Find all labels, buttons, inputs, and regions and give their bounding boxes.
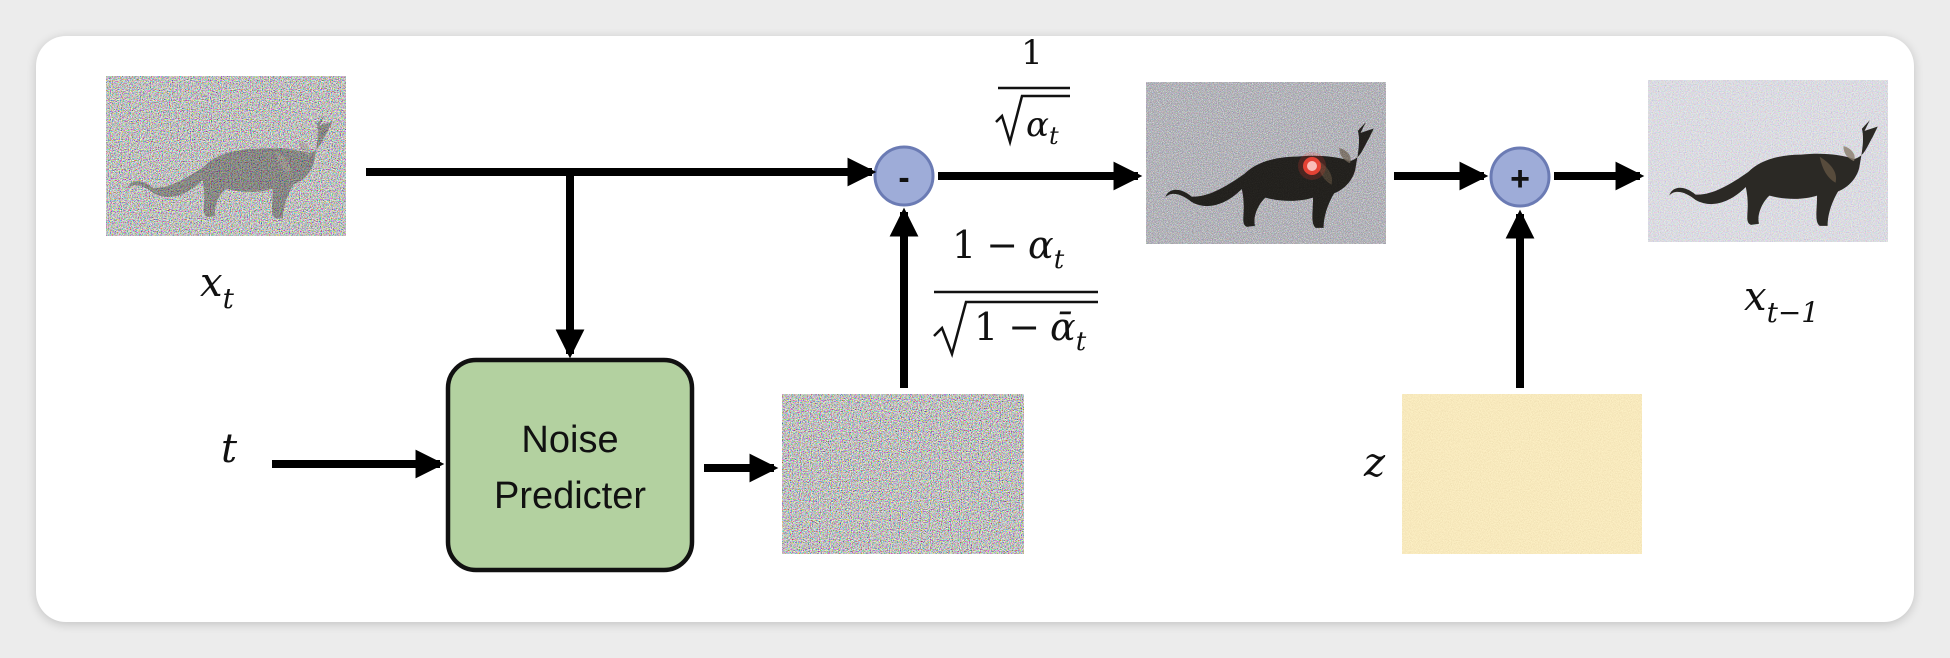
connectors xyxy=(272,157,1645,483)
plus-operator: + xyxy=(1489,146,1551,208)
noise-predicter-line2: Predicter xyxy=(494,475,646,517)
diffusion-denoising-diagram: xt t Noise Predicter - 1 αt 1−αt 1−ᾱt xyxy=(106,36,1888,573)
gaussian-noise-z xyxy=(1402,394,1642,554)
label-x-t-minus-1: xt−1 xyxy=(1744,274,1819,329)
svg-text:+: + xyxy=(1510,160,1530,198)
label-x-t: xt xyxy=(200,260,235,315)
intermediate-image xyxy=(1146,82,1386,244)
noise-predicter-box: Noise Predicter xyxy=(445,357,695,573)
label-z: z xyxy=(1363,440,1386,486)
label-t: t xyxy=(221,426,238,472)
svg-text:αt: αt xyxy=(1026,105,1059,150)
svg-text:1: 1 xyxy=(1021,36,1043,73)
output-image-x-t-minus-1 xyxy=(1648,80,1888,242)
svg-text:-: - xyxy=(898,159,909,197)
noise-predicter-line1: Noise xyxy=(521,419,618,461)
diagram-card: xt t Noise Predicter - 1 αt 1−αt 1−ᾱt xyxy=(36,36,1914,622)
noisy-image-xt xyxy=(106,76,346,236)
minus-operator: - xyxy=(873,145,935,207)
coefficient-mid: 1−αt 1−ᾱt xyxy=(933,223,1098,359)
svg-text:1−αt: 1−αt xyxy=(952,223,1065,275)
coefficient-top: 1 αt xyxy=(995,36,1070,150)
svg-text:1−ᾱt: 1−ᾱt xyxy=(974,305,1087,357)
predicted-noise-image xyxy=(782,394,1024,554)
